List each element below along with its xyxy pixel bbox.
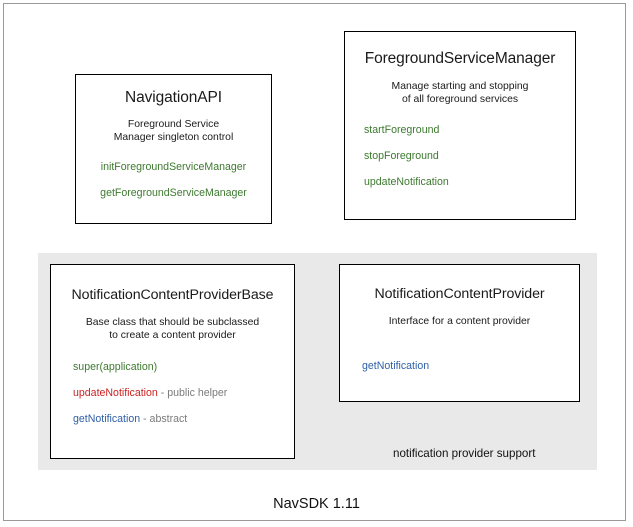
description-line: Manage starting and stopping <box>391 81 529 92</box>
method-name: updateNotification <box>73 387 158 399</box>
panel-caption-notification-provider-support: notification provider support <box>393 447 536 460</box>
method-name: startForeground <box>364 124 440 136</box>
method-list-notification-content-provider-base: super(application) updateNotification - … <box>59 361 286 426</box>
class-description-notification-content-provider-base: Base class that should be subclassed to … <box>59 316 286 342</box>
method-item[interactable]: getForegroundServiceManager <box>86 187 261 200</box>
description-line: to create a content provider <box>109 330 236 341</box>
method-name: stopForeground <box>364 150 439 162</box>
method-item[interactable]: initForegroundServiceManager <box>86 161 261 174</box>
class-description-notification-content-provider: Interface for a content provider <box>350 315 569 328</box>
method-item[interactable]: getNotification <box>362 360 569 373</box>
class-box-foreground-service-manager[interactable]: ForegroundServiceManager Manage starting… <box>344 31 576 220</box>
class-title-navigation-api: NavigationAPI <box>125 89 222 106</box>
method-name: updateNotification <box>364 176 449 188</box>
method-name: getNotification <box>73 413 141 425</box>
class-description-foreground-service-manager: Manage starting and stopping of all fore… <box>357 80 563 106</box>
class-title-notification-content-provider-base: NotificationContentProviderBase <box>71 287 274 303</box>
method-note: - abstract <box>140 413 188 425</box>
method-list-notification-content-provider: getNotification <box>350 360 569 373</box>
class-title-foreground-service-manager: ForegroundServiceManager <box>364 50 556 67</box>
class-box-notification-content-provider-base[interactable]: NotificationContentProviderBase Base cla… <box>50 264 295 459</box>
method-name: super(application) <box>73 361 158 373</box>
method-item[interactable]: super(application) <box>73 361 286 374</box>
method-name: getForegroundServiceManager <box>100 187 247 199</box>
method-item[interactable]: updateNotification - public helper <box>73 387 286 400</box>
method-list-navigation-api: initForegroundServiceManager getForegrou… <box>86 161 261 200</box>
method-note: - public helper <box>157 387 228 399</box>
method-item[interactable]: stopForeground <box>364 150 563 163</box>
class-box-navigation-api[interactable]: NavigationAPI Foreground Service Manager… <box>75 74 272 224</box>
method-item[interactable]: updateNotification <box>364 176 563 189</box>
class-title-notification-content-provider: NotificationContentProvider <box>374 286 545 302</box>
method-list-foreground-service-manager: startForeground stopForeground updateNot… <box>357 124 563 189</box>
method-name: getNotification <box>362 360 430 372</box>
method-name: initForegroundServiceManager <box>100 161 247 173</box>
description-line: Foreground Service <box>127 119 220 130</box>
description-line: Base class that should be subclassed <box>85 317 260 328</box>
class-description-navigation-api: Foreground Service Manager singleton con… <box>86 118 261 144</box>
description-line: of all foreground services <box>401 94 519 105</box>
footer-label-navsdk-version: NavSDK 1.11 <box>273 496 360 512</box>
description-line: Manager singleton control <box>113 132 234 143</box>
description-line: Interface for a content provider <box>388 316 531 327</box>
method-item[interactable]: startForeground <box>364 124 563 137</box>
class-box-notification-content-provider[interactable]: NotificationContentProvider Interface fo… <box>339 264 580 402</box>
method-item[interactable]: getNotification - abstract <box>73 413 286 426</box>
